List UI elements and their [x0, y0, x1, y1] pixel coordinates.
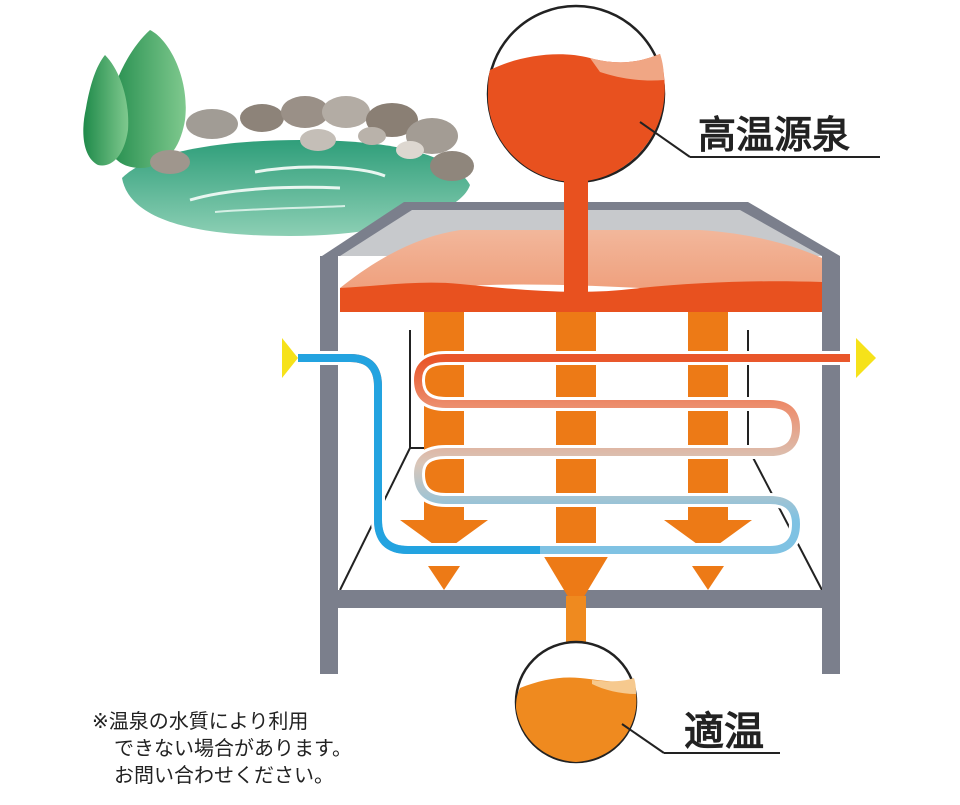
hot-source-circle — [486, 4, 666, 310]
note-line-2: できない場合があります。 — [114, 736, 352, 760]
hot-source-leader — [639, 121, 691, 158]
note-line-1: ※温泉の水質により利用 — [92, 709, 309, 733]
outlet-arrow-icon — [856, 338, 876, 378]
suitable-temp-label: 適温 — [684, 709, 764, 755]
note-line-3: お問い合わせください。 — [114, 763, 334, 787]
heat-exchange-coil — [298, 351, 850, 557]
water-quality-note: ※温泉の水質により利用 できない場合があります。 お問い合わせください。 — [92, 708, 432, 789]
tree-icon — [83, 30, 186, 168]
rock-icon — [150, 96, 474, 181]
suitable-temp-circle — [514, 596, 638, 764]
suitable-temp-leader — [621, 723, 665, 754]
hot-source-label: 高温源泉 — [698, 113, 850, 157]
hot-spring-pond-icon — [122, 140, 470, 236]
inlet-arrow-icon — [282, 338, 298, 378]
